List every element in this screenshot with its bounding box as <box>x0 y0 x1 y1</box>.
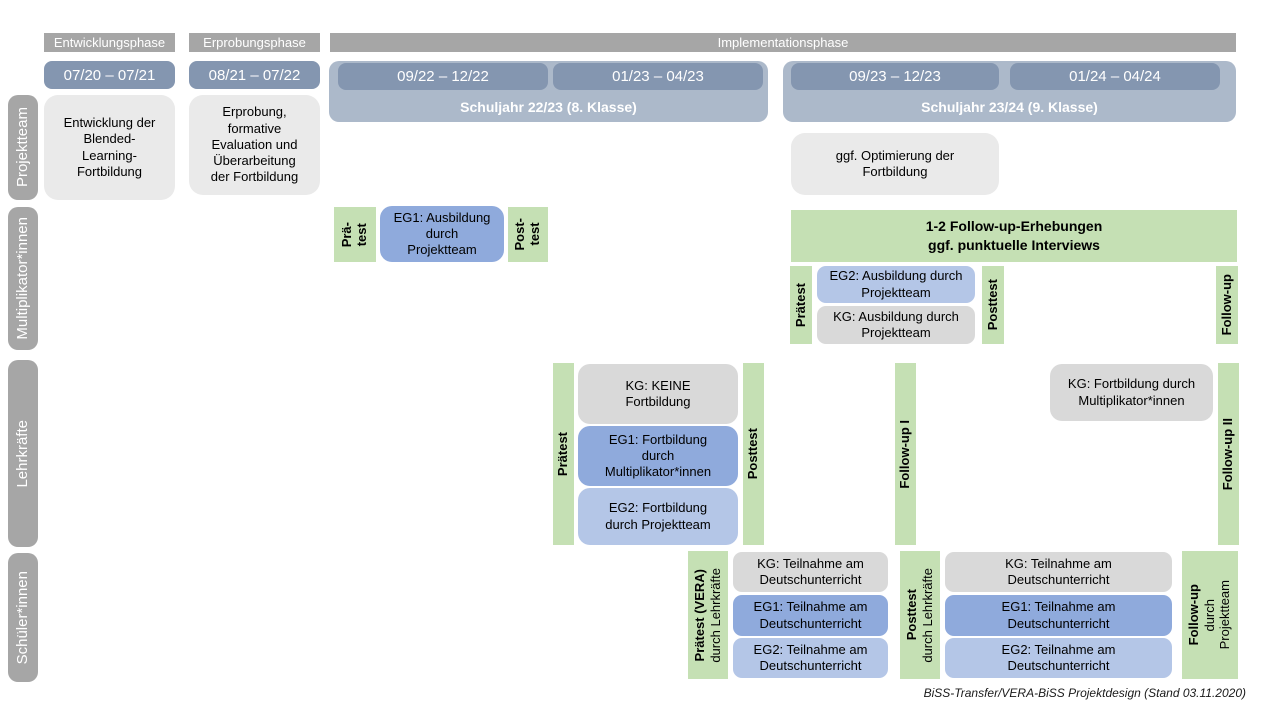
row-label-schueler-text: Schüler*innen <box>14 570 32 665</box>
bar-posttest-multiplikatoren-2-text: Posttest <box>984 279 1000 331</box>
date-08-21-07-22: 08/21 – 07/22 <box>189 61 320 89</box>
bar-praetest-multiplikatoren-1: Prä- test <box>334 207 376 262</box>
date-01-24-04-24: 01/24 – 04/24 <box>1010 63 1220 90</box>
phase-header-erprobungsphase: Erprobungsphase <box>189 33 320 52</box>
bar-posttest-lehrkraefte: Posttest <box>743 363 764 545</box>
bar-followup-2-lehrkraefte: Follow-up II <box>1218 363 1239 545</box>
row-label-projektteam: Projektteam <box>8 95 38 200</box>
bar-praetest-multiplikatoren-2: Prätest <box>790 266 812 344</box>
bar-praetest-lehrkraefte: Prätest <box>553 363 574 545</box>
bar-followup-1-lehrkraefte-text: Follow-up I <box>897 419 913 489</box>
box-kg-keine-fortbildung: KG: KEINE Fortbildung <box>578 364 738 424</box>
box-kg-fortbildung-multiplikatoren: KG: Fortbildung durch Multiplikator*inne… <box>1050 364 1213 421</box>
date-09-22-12-22: 09/22 – 12/22 <box>338 63 548 90</box>
row-label-schueler: Schüler*innen <box>8 553 38 682</box>
bar-followup-schueler: Follow-up durch Projektteam <box>1182 551 1238 679</box>
diagram-caption: BiSS-Transfer/VERA-BiSS Projektdesign (S… <box>923 686 1246 700</box>
box-erprobung-evaluation: Erprobung, formative Evaluation und Über… <box>189 95 320 195</box>
box-eg2-teilnahme-1: EG2: Teilnahme am Deutschunterricht <box>733 638 888 678</box>
phase-header-entwicklungsphase: Entwicklungsphase <box>44 33 175 52</box>
row-label-lehrkraefte-text: Lehrkräfte <box>14 419 32 488</box>
box-followup-erhebungen: 1-2 Follow-up-Erhebungen ggf. punktuelle… <box>791 210 1237 262</box>
bar-followup-schueler-sub2-text: Projektteam <box>1217 580 1233 650</box>
box-eg2-ausbildung-projektteam: EG2: Ausbildung durch Projektteam <box>817 266 975 303</box>
phase-header-implementationsphase: Implementationsphase <box>330 33 1236 52</box>
box-eg1-teilnahme-1: EG1: Teilnahme am Deutschunterricht <box>733 595 888 636</box>
row-label-projektteam-text: Projektteam <box>14 107 32 188</box>
row-label-multiplikatoren: Multiplikator*innen <box>8 207 38 350</box>
bar-posttest-schueler: Posttest durch Lehrkräfte <box>900 551 940 679</box>
bar-posttest-multiplikatoren-1: Post- test <box>508 207 548 262</box>
date-07-20-07-21: 07/20 – 07/21 <box>44 61 175 89</box>
bar-followup-multiplikatoren: Follow-up <box>1216 266 1238 344</box>
box-optimierung-fortbildung: ggf. Optimierung der Fortbildung <box>791 133 999 195</box>
bar-followup-schueler-main-text: Follow-up <box>1185 584 1201 646</box>
box-eg1-ausbildung-projektteam: EG1: Ausbildung durch Projektteam <box>380 206 504 262</box>
bar-praetest-multiplikatoren-2-text: Prätest <box>792 282 808 328</box>
box-kg-teilnahme-2: KG: Teilnahme am Deutschunterricht <box>945 552 1172 592</box>
box-kg-ausbildung-projektteam: KG: Ausbildung durch Projektteam <box>817 306 975 344</box>
bar-praetest-vera-sub-text: durch Lehrkräfte <box>707 567 723 663</box>
box-kg-teilnahme-1: KG: Teilnahme am Deutschunterricht <box>733 552 888 592</box>
box-eg1-fortbildung-multiplikatoren: EG1: Fortbildung durch Multiplikator*inn… <box>578 426 738 486</box>
box-entwicklung-fortbildung: Entwicklung der Blended- Learning- Fortb… <box>44 95 175 200</box>
bar-praetest-lehrkraefte-text: Prätest <box>555 431 571 477</box>
bar-praetest-vera-schueler: Prätest (VERA) durch Lehrkräfte <box>688 551 728 679</box>
bar-posttest-schueler-sub-text: durch Lehrkräfte <box>919 567 935 663</box>
box-eg1-teilnahme-2: EG1: Teilnahme am Deutschunterricht <box>945 595 1172 636</box>
row-label-multiplikatoren-text: Multiplikator*innen <box>14 217 32 340</box>
bar-followup-schueler-sub1-text: durch <box>1201 598 1217 632</box>
row-label-lehrkraefte: Lehrkräfte <box>8 360 38 547</box>
bar-followup-2-lehrkraefte-text: Follow-up II <box>1220 417 1236 491</box>
bar-posttest-schueler-main-text: Posttest <box>903 589 919 641</box>
date-09-23-12-23: 09/23 – 12/23 <box>791 63 999 90</box>
bar-posttest-multiplikatoren-2: Posttest <box>982 266 1004 344</box>
bar-posttest-multiplikatoren-1-text: Post- test <box>512 218 542 251</box>
date-01-23-04-23: 01/23 – 04/23 <box>553 63 763 90</box>
bar-followup-multiplikatoren-text: Follow-up <box>1218 274 1234 336</box>
bar-posttest-lehrkraefte-text: Posttest <box>745 428 761 480</box>
bar-followup-1-lehrkraefte: Follow-up I <box>895 363 916 545</box>
box-eg2-teilnahme-2: EG2: Teilnahme am Deutschunterricht <box>945 638 1172 678</box>
bar-praetest-multiplikatoren-1-text: Prä- test <box>339 221 369 248</box>
box-eg2-fortbildung-projektteam: EG2: Fortbildung durch Projektteam <box>578 488 738 545</box>
bar-praetest-vera-main-text: Prätest (VERA) <box>691 568 707 662</box>
